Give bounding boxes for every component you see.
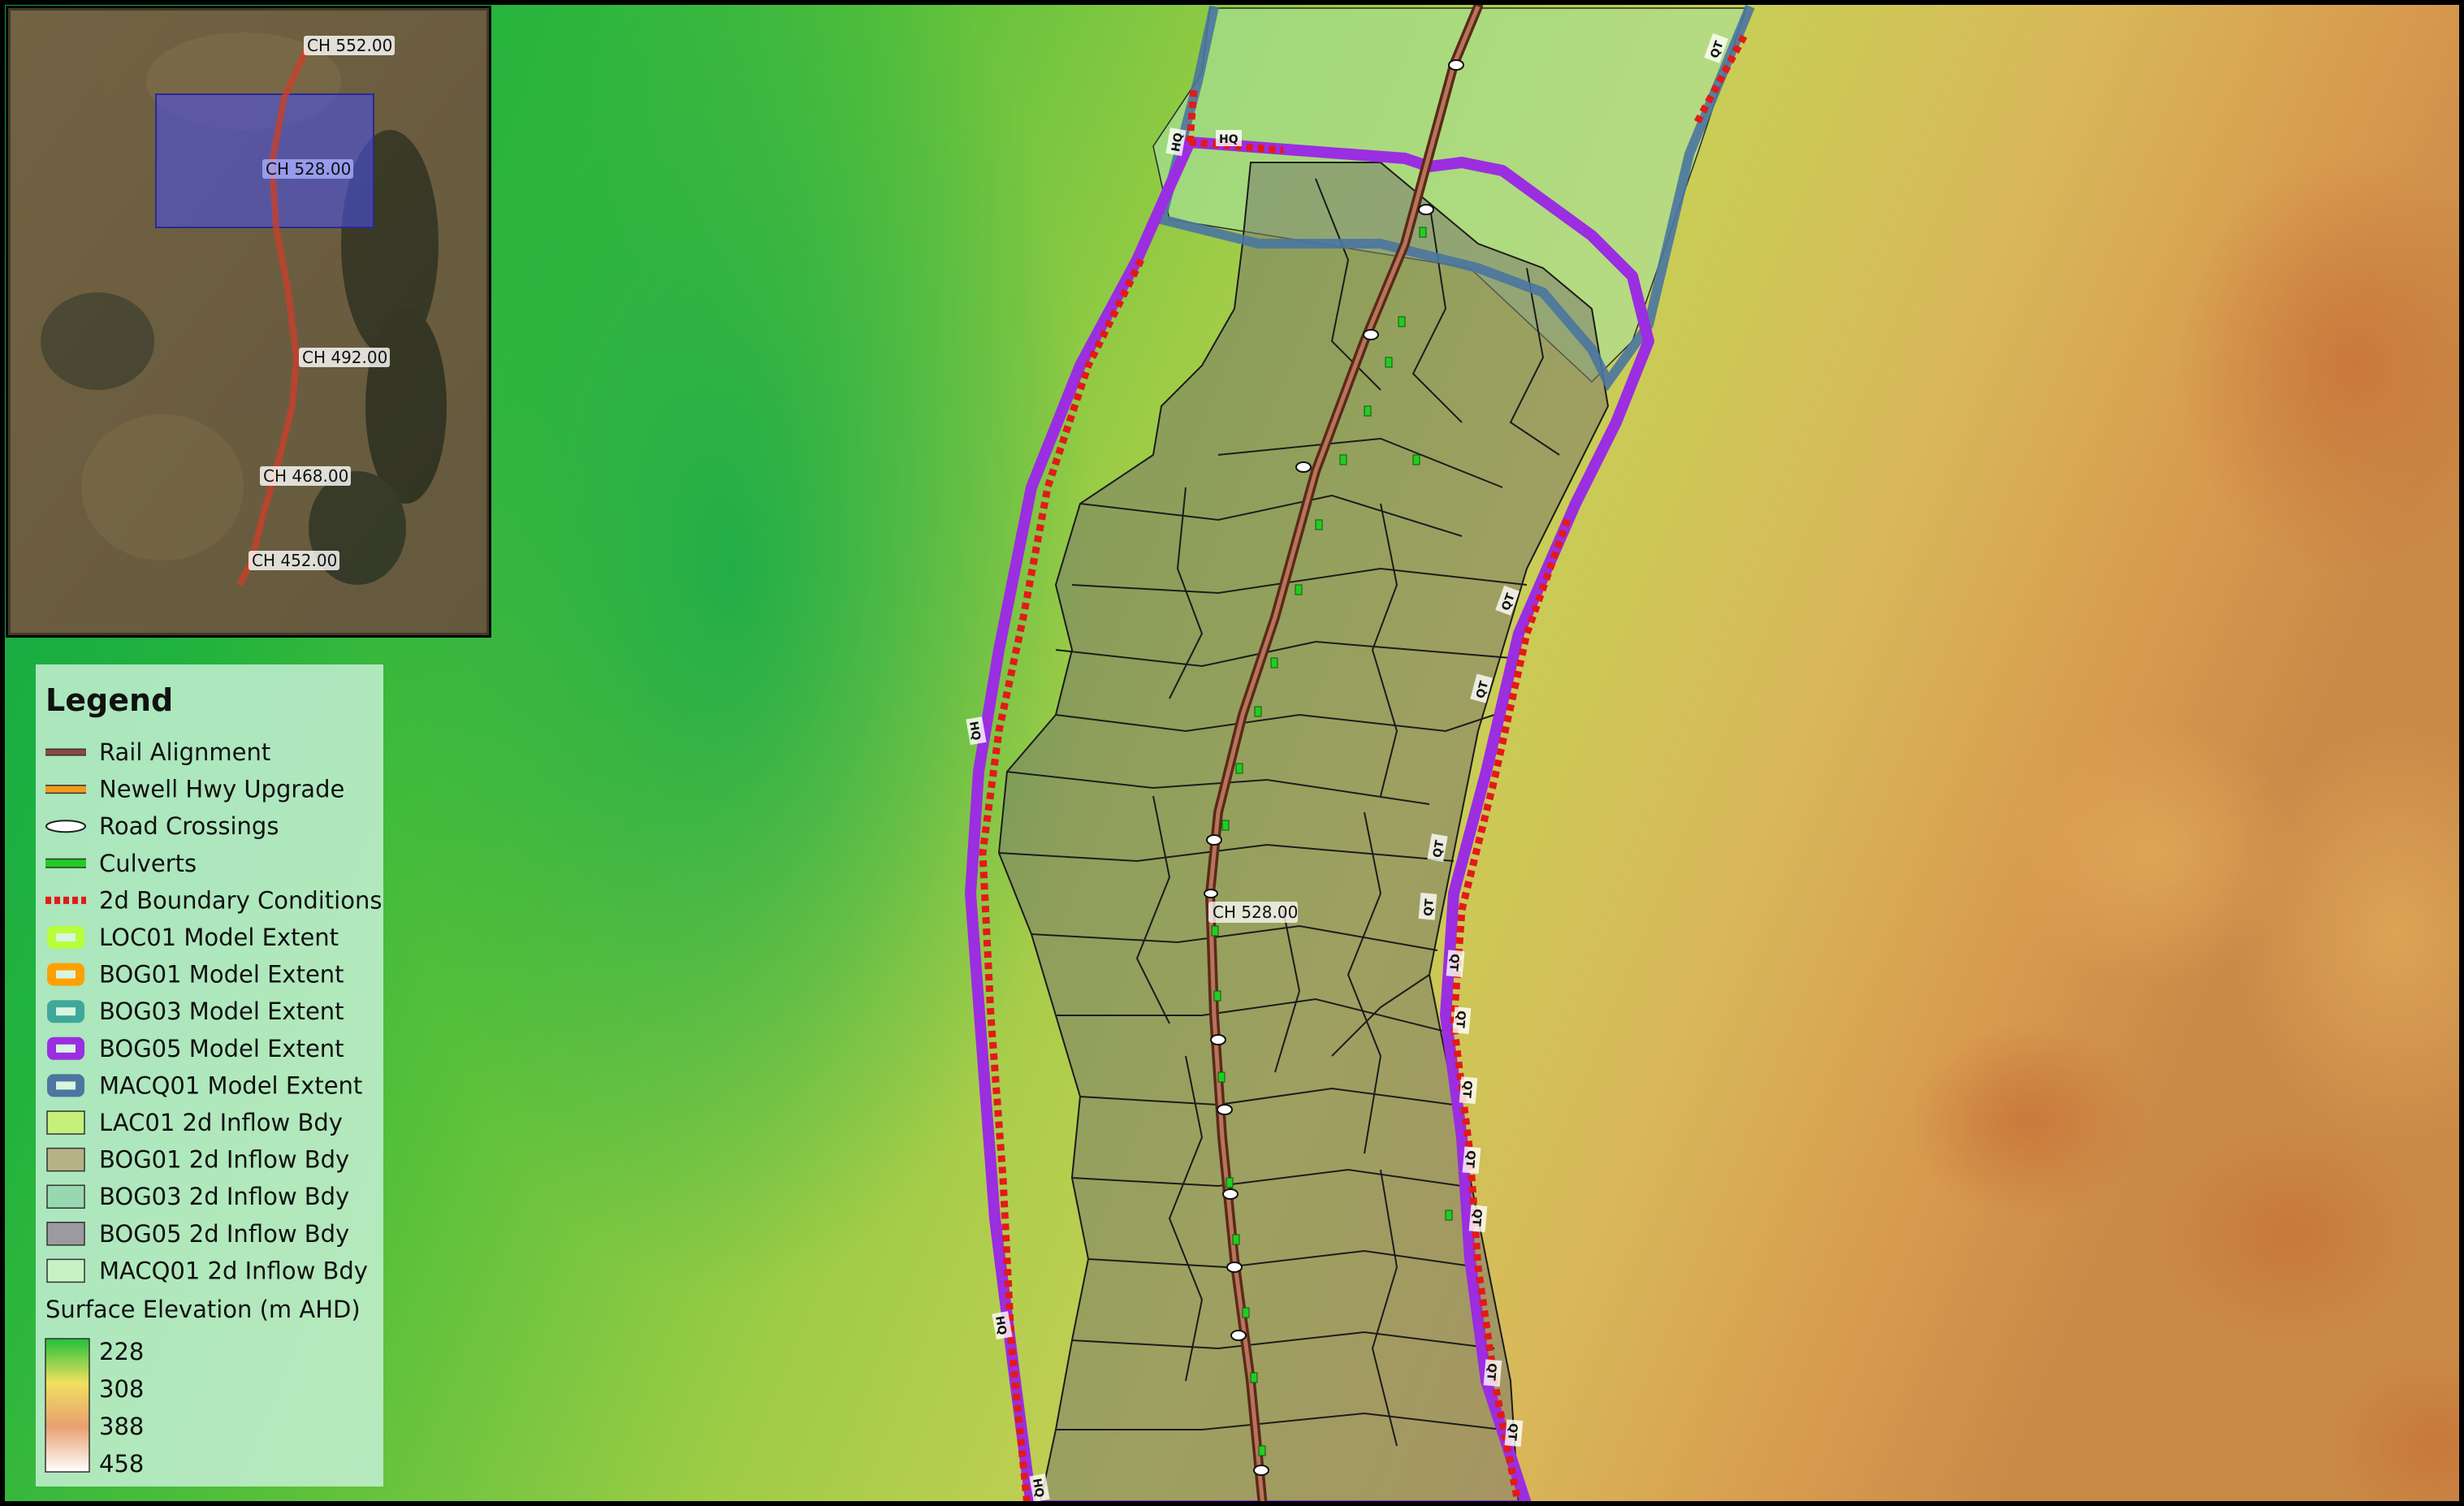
qt-label: QT [1453,1010,1468,1028]
legend-swatch [47,963,84,986]
legend-label: LOC01 Model Extent [99,924,339,951]
inset-chainage-label: CH 552.00 [304,36,395,55]
legend-label: Culverts [99,850,197,877]
legend-swatch [46,1258,85,1283]
svg-text:CH 468.00: CH 468.00 [263,466,348,486]
elevation-tick: 228 [99,1338,144,1365]
legend-label: Road Crossings [99,812,279,840]
legend-item: BOG05 Model Extent [47,1035,344,1062]
legend-item: BOG05 2d Inflow Bdy [46,1220,349,1248]
legend-item: Culverts [45,850,197,877]
hq-label: HQ [966,721,983,742]
inset-satellite-texture [8,8,489,635]
legend-swatch [47,926,84,949]
legend-label: 2d Boundary Conditions [99,886,382,914]
legend-label: MACQ01 Model Extent [99,1071,362,1099]
legend-swatch [46,1110,85,1135]
legend-item: MACQ01 2d Inflow Bdy [46,1257,368,1284]
qt-label: QT [1474,679,1491,699]
svg-text:CH 528.00: CH 528.00 [1213,902,1298,922]
hq-label: HQ [992,1315,1009,1336]
hq-label: HQ [1030,1478,1046,1499]
svg-text:CH 492.00: CH 492.00 [302,348,387,367]
svg-text:CH 528.00: CH 528.00 [266,159,351,179]
legend-label: BOG03 2d Inflow Bdy [99,1183,349,1210]
inset-chainage-label: CH 528.00 [262,159,353,179]
legend-item: Road Crossings [45,812,279,840]
elevation-title: Surface Elevation (m AHD) [45,1296,361,1323]
legend-swatch [47,1074,84,1097]
legend-label: Rail Alignment [99,738,270,766]
legend-swatch [46,1147,85,1172]
inset-chainage-label: CH 468.00 [260,466,351,486]
legend-item: Rail Alignment [45,738,270,766]
boundary-labels: HQ HQ HQ HQ HQ QT QT QT QT QT QT QT QT Q… [966,32,1728,1503]
inset-chainage-label: CH 452.00 [249,551,339,570]
legend-swatch [45,820,86,833]
elevation-tick: 458 [99,1450,144,1478]
rail-alignment-inner [1208,6,1481,1506]
inset-chainage-label: CH 492.00 [299,348,390,367]
legend-label: LAC01 2d Inflow Bdy [99,1109,343,1136]
legend-item: BOG03 2d Inflow Bdy [46,1183,349,1210]
bog05-model-extent [965,136,1654,1506]
inset-rail-line [236,43,312,586]
culverts [1211,227,1453,1456]
legend-label: MACQ01 2d Inflow Bdy [99,1257,368,1284]
legend-swatch [47,1036,84,1060]
hq-label: HQ [1169,132,1186,153]
legend-swatch [46,1184,85,1209]
svg-text:CH 452.00: CH 452.00 [252,551,337,570]
elevation-ramp [45,1338,90,1473]
qt-label: QT [1469,1208,1484,1227]
legend-item: 2d Boundary Conditions [45,886,382,914]
elevation-tick: 308 [99,1375,144,1403]
legend-item: BOG01 2d Inflow Bdy [46,1146,349,1174]
legend-item: LAC01 2d Inflow Bdy [46,1109,343,1136]
qt-label: QT [1463,1149,1477,1168]
legend-label: BOG05 2d Inflow Bdy [99,1220,349,1248]
qt-label: QT [1484,1362,1498,1381]
road-crossings [1204,59,1464,1476]
qt-label: QT [1446,953,1461,972]
legend-item: BOG03 Model Extent [47,998,344,1025]
main-chainage-label: CH 528.00 [1208,902,1298,923]
legend-label: BOG05 Model Extent [99,1035,344,1062]
legend-label: BOG01 Model Extent [99,961,344,989]
svg-text:CH 552.00: CH 552.00 [307,36,392,55]
legend-label: Newell Hwy Upgrade [99,776,344,803]
legend-swatch [46,1222,85,1246]
elevation-tick: 388 [99,1413,144,1440]
legend-item: MACQ01 Model Extent [47,1071,362,1099]
qt-label: QT [1422,898,1437,916]
legend-item: Newell Hwy Upgrade [45,776,344,803]
legend-swatch [47,1000,84,1023]
qt-label: QT [1431,839,1447,859]
qt-label: QT [1708,39,1727,60]
inset-map[interactable]: CH 552.00 CH 528.00 CH 492.00 CH 468.00 … [6,6,491,638]
qt-label: QT [1459,1080,1474,1098]
legend-title: Legend [45,682,173,718]
legend-item: BOG01 Model Extent [47,961,344,989]
hq-label: HQ [1219,133,1238,146]
legend-item: LOC01 Model Extent [47,924,339,951]
qt-label: QT [1499,591,1518,612]
qt-label: QT [1505,1422,1519,1441]
legend-label: BOG01 2d Inflow Bdy [99,1146,349,1174]
legend-label: BOG03 Model Extent [99,998,344,1025]
